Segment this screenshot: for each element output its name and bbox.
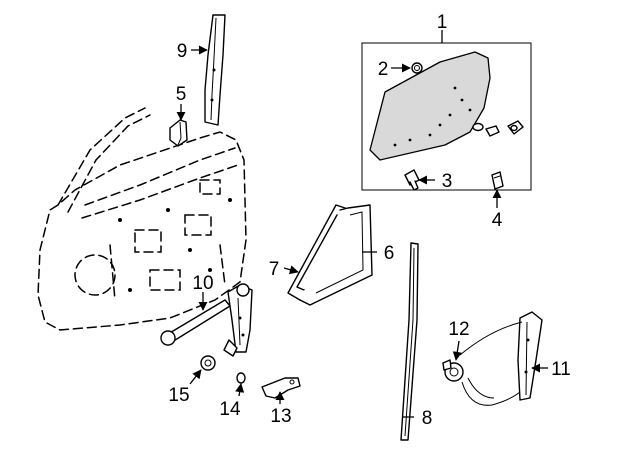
door-glass <box>369 51 491 161</box>
sash-channel <box>204 14 226 126</box>
regulator-handle <box>261 377 301 399</box>
callout-9: 9 <box>177 41 188 62</box>
window-motor <box>442 359 464 382</box>
callout-6: 6 <box>384 243 395 264</box>
callout-11: 11 <box>551 359 571 380</box>
bolt <box>404 169 420 191</box>
callout-14: 14 <box>219 399 241 420</box>
glass-assembly-box <box>361 42 532 191</box>
stopper <box>491 171 504 190</box>
callout-15: 15 <box>168 385 189 406</box>
callout-5: 5 <box>176 84 187 105</box>
glass-fasteners <box>472 120 524 137</box>
grommet <box>411 62 423 74</box>
callout-1: 1 <box>437 12 448 33</box>
run-channel <box>400 242 419 441</box>
callout-2: 2 <box>378 59 389 80</box>
quarter-glass <box>287 204 373 306</box>
door-inner-panel <box>37 107 247 331</box>
front-regulator <box>160 283 253 357</box>
leader-lines <box>176 30 548 418</box>
callout-7: 7 <box>269 259 280 280</box>
regulator-washer <box>236 372 246 384</box>
callout-12: 12 <box>448 319 469 340</box>
clip-part <box>169 119 188 147</box>
callout-3: 3 <box>442 171 453 192</box>
callout-4: 4 <box>492 210 503 231</box>
callout-13: 13 <box>270 406 291 427</box>
callout-8: 8 <box>422 408 433 429</box>
callout-10: 10 <box>192 273 213 294</box>
regulator-motor-gear <box>200 355 216 371</box>
rear-regulator <box>459 311 543 406</box>
